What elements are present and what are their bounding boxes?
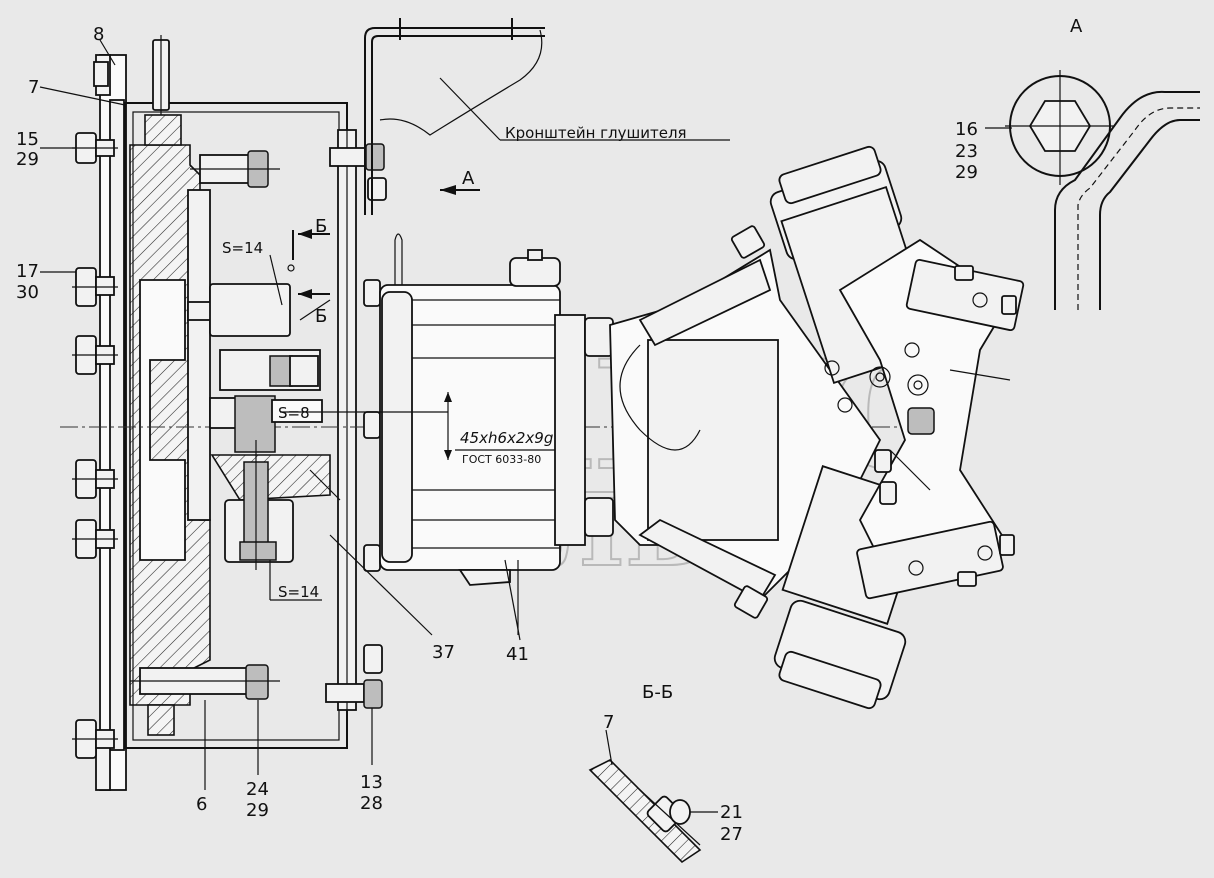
- bracket-label: Кронштейн глушителя: [505, 124, 687, 142]
- callout-29-view: 29: [955, 162, 978, 183]
- callout-23: 23: [955, 141, 978, 162]
- section-b-upper: Б: [315, 216, 327, 237]
- section-marks: [287, 229, 330, 299]
- callout-41: 41: [506, 644, 529, 665]
- section-title: Б-Б: [642, 682, 673, 703]
- inner-studs: [130, 150, 280, 700]
- callout-30: 30: [16, 282, 39, 303]
- leader-lines: [39, 39, 519, 790]
- callout-24: 24: [246, 779, 269, 800]
- callout-27: 27: [720, 824, 743, 845]
- bolt-c: [72, 519, 118, 559]
- callout-17: 17: [16, 261, 39, 282]
- bolt-15: [72, 132, 118, 164]
- wrench-s8: S=8: [278, 404, 310, 422]
- top-pin: [152, 35, 170, 115]
- bolt-d: [72, 719, 118, 759]
- callout-16: 16: [955, 119, 978, 140]
- callout-7-section: 7: [603, 712, 614, 733]
- valve-assembly: [609, 145, 1025, 710]
- housing-right-bolts: [325, 143, 387, 709]
- callout-29-left: 29: [16, 149, 39, 170]
- bolt-b: [72, 459, 118, 499]
- mounting-flange: [95, 54, 127, 791]
- spline-dimension: [280, 392, 555, 460]
- flange-bolts: [72, 35, 170, 759]
- callout-labels: 8 7 15 29 17 30 6 24 29 13 28 37 41 16 2…: [16, 24, 978, 845]
- coupling: [187, 283, 341, 570]
- callout-29-bottom: 29: [246, 800, 269, 821]
- callout-13: 13: [360, 772, 383, 793]
- spline-spec: 45xh6x2x9g: [460, 429, 553, 447]
- bolt-17: [72, 267, 118, 307]
- view-a-title: А: [1070, 16, 1083, 37]
- wrench-s14-upper: S=14: [222, 239, 263, 257]
- bolt-8: [93, 61, 109, 87]
- view-a-arrow-label: А: [462, 168, 475, 189]
- bolt-a: [72, 335, 118, 375]
- callout-37: 37: [432, 642, 455, 663]
- hydraulic-pump: [379, 233, 614, 641]
- view-a-arrow: [440, 185, 480, 195]
- callout-6: 6: [196, 794, 207, 815]
- annotation-labels: Кронштейн глушителя А А Б Б Б-Б S=14 S=8…: [222, 16, 1083, 703]
- section-b-detail: [588, 729, 718, 864]
- flywheel-section: [129, 114, 211, 736]
- callout-7: 7: [28, 77, 39, 98]
- callout-21: 21: [720, 802, 743, 823]
- muffler-bracket: [364, 18, 730, 215]
- callout-8: 8: [93, 24, 104, 45]
- housing-box: [124, 102, 357, 749]
- callout-28: 28: [360, 793, 383, 814]
- view-a-detail: [985, 70, 1200, 310]
- section-b-lower: Б: [315, 306, 327, 327]
- spline-standard: ГОСТ 6033-80: [462, 453, 541, 466]
- wrench-s14-lower: S=14: [278, 583, 319, 601]
- callout-15: 15: [16, 129, 39, 150]
